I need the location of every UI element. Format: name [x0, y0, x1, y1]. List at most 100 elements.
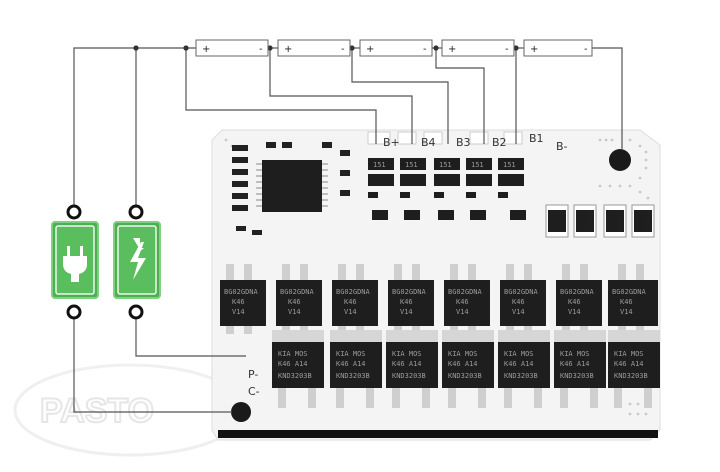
battery-cell: +-	[195, 39, 269, 57]
svg-text:K46: K46	[400, 298, 413, 306]
svg-text:-: -	[505, 44, 509, 55]
svg-text:K46 A14: K46 A14	[392, 360, 422, 368]
label-c-minus: C-	[248, 385, 260, 398]
svg-text:-: -	[341, 44, 345, 55]
svg-text:V14: V14	[512, 308, 525, 316]
sense-resistor: R005	[603, 204, 627, 238]
svg-text:KND3203B: KND3203B	[392, 372, 426, 380]
svg-text:R005: R005	[558, 211, 567, 230]
small-resistor: 151	[400, 158, 426, 186]
small-resistor: 151	[434, 158, 460, 186]
svg-text:K46 A14: K46 A14	[560, 360, 590, 368]
svg-text:K46: K46	[456, 298, 469, 306]
label-b4: B4	[421, 136, 436, 149]
svg-text:K46 A14: K46 A14	[278, 360, 308, 368]
label-b3: B3	[456, 136, 471, 149]
svg-text:KIA MOS: KIA MOS	[278, 350, 308, 358]
svg-text:KIA MOS: KIA MOS	[336, 350, 366, 358]
svg-text:KND3203B: KND3203B	[448, 372, 482, 380]
svg-text:-: -	[259, 44, 263, 55]
svg-text:V14: V14	[344, 308, 357, 316]
mounting-hole-top	[609, 149, 631, 171]
svg-text:K46: K46	[620, 298, 633, 306]
svg-text:BG02GDNA: BG02GDNA	[448, 288, 483, 296]
svg-text:KND3203B: KND3203B	[504, 372, 538, 380]
svg-text:KND3203B: KND3203B	[278, 372, 312, 380]
svg-text:R005: R005	[586, 211, 595, 230]
svg-text:-: -	[423, 44, 427, 55]
svg-text:K46: K46	[344, 298, 357, 306]
svg-text:151: 151	[471, 161, 484, 169]
sense-resistor: R005	[631, 204, 655, 238]
label-b2: B2	[492, 136, 507, 149]
svg-text:K46 A14: K46 A14	[504, 360, 534, 368]
svg-text:+: +	[448, 44, 456, 55]
svg-text:K46: K46	[288, 298, 301, 306]
svg-text:BG02GDNA: BG02GDNA	[560, 288, 595, 296]
svg-text:BG02GDNA: BG02GDNA	[336, 288, 371, 296]
sense-resistors: R005 R005 R005 R005	[545, 204, 655, 238]
svg-text:K46 A14: K46 A14	[448, 360, 478, 368]
sense-resistor: R005	[545, 204, 569, 238]
wiring	[73, 47, 623, 413]
svg-text:V14: V14	[456, 308, 469, 316]
battery-cells: +- +- +- +- +-	[195, 39, 593, 57]
svg-text:KIA MOS: KIA MOS	[614, 350, 644, 358]
svg-text:+: +	[530, 44, 538, 55]
svg-text:K46: K46	[568, 298, 581, 306]
protection-ic	[256, 160, 328, 212]
label-b1: B1	[529, 132, 544, 145]
svg-text:BG02GDNA: BG02GDNA	[392, 288, 427, 296]
svg-text:R005: R005	[616, 211, 625, 230]
battery-cell: +-	[359, 39, 433, 57]
svg-text:V14: V14	[620, 308, 633, 316]
svg-text:R005: R005	[644, 211, 653, 230]
svg-text:151: 151	[439, 161, 452, 169]
balance-resistors: 151 151 151 151 151	[368, 158, 526, 220]
label-b-minus: B-	[556, 140, 568, 153]
small-resistor: 151	[368, 158, 394, 186]
svg-text:K46: K46	[232, 298, 245, 306]
smd-column-left	[232, 142, 350, 235]
wire-junctions	[133, 45, 519, 51]
svg-text:KIA MOS: KIA MOS	[560, 350, 590, 358]
battery-cell: +-	[277, 39, 351, 57]
svg-text:BG02GDNA: BG02GDNA	[612, 288, 647, 296]
battery-cell: +-	[523, 39, 593, 57]
small-resistor: 151	[466, 158, 492, 186]
svg-text:V14: V14	[288, 308, 301, 316]
battery-cell: +-	[441, 39, 515, 57]
svg-text:V14: V14	[400, 308, 413, 316]
svg-text:151: 151	[373, 161, 386, 169]
svg-text:BG02GDNA: BG02GDNA	[504, 288, 539, 296]
svg-text:BG02GDNA: BG02GDNA	[280, 288, 315, 296]
watermark: PASTO	[13, 363, 247, 457]
svg-text:KIA MOS: KIA MOS	[448, 350, 478, 358]
watermark-text: PASTO	[40, 392, 154, 430]
label-b-plus: B+	[383, 136, 400, 149]
svg-text:K46 A14: K46 A14	[336, 360, 366, 368]
label-p-minus: P-	[248, 368, 258, 381]
svg-text:+: +	[202, 44, 210, 55]
svg-text:151: 151	[405, 161, 418, 169]
svg-text:KIA MOS: KIA MOS	[392, 350, 422, 358]
sense-resistor: R005	[573, 204, 597, 238]
lightning-icon	[113, 204, 161, 320]
svg-text:+: +	[284, 44, 292, 55]
mounting-hole-bottom	[231, 402, 251, 422]
svg-text:K46 A14: K46 A14	[614, 360, 644, 368]
